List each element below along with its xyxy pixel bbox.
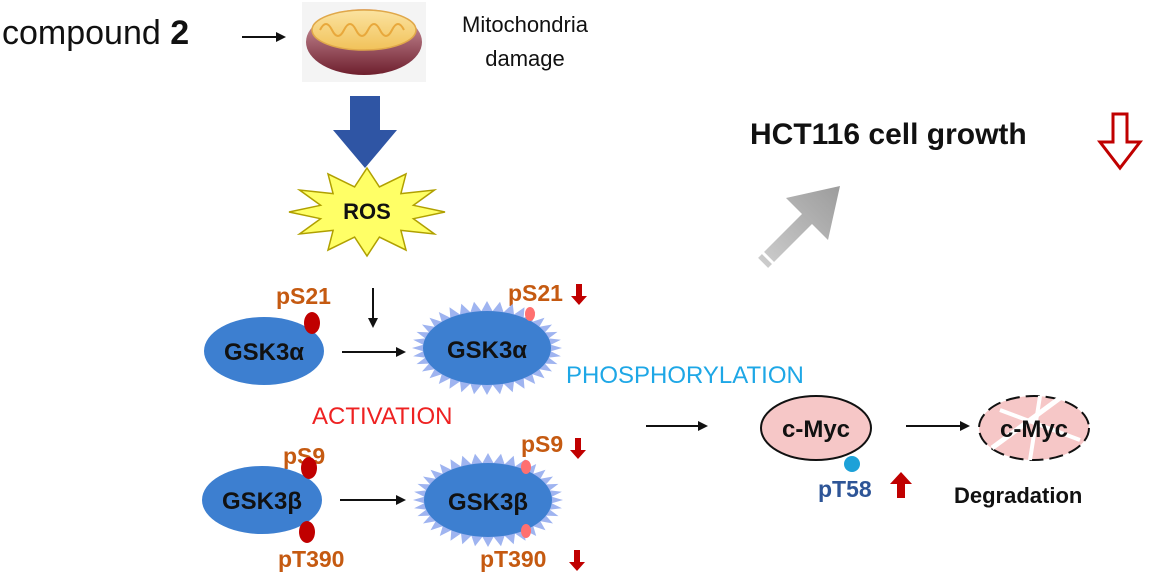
gsk3b-phospho-dot-2-reduced: [521, 524, 531, 538]
pT390-down-arrow: [569, 550, 585, 571]
gsk3b-site1-after: pS9: [521, 431, 564, 457]
mitochondria-label-line2: damage: [485, 46, 565, 71]
cmyc-degraded-node: c-Myc: [978, 395, 1090, 461]
compound-number: 2: [170, 14, 190, 52]
arrow-ros-to-gsk3: [368, 288, 378, 328]
mitochondria-label-line1: Mitochondria: [462, 12, 588, 37]
gsk3a-phospho-dot: [304, 312, 320, 334]
gsk3b-site2-before: pT390: [278, 546, 345, 572]
cmyc-site: pT58: [818, 476, 872, 502]
gsk3a-site-after: pS21: [508, 280, 563, 306]
pS9-down-arrow: [570, 438, 586, 459]
cmyc-label: c-Myc: [782, 416, 850, 443]
gsk3b-active-label: GSK3β: [448, 489, 528, 516]
mitochondria-image: [302, 2, 426, 82]
outcome-down-arrow: [1096, 112, 1144, 171]
arrow-cmyc-to-degraded: [906, 421, 970, 431]
ros-burst: ROS: [288, 166, 446, 258]
ros-label: ROS: [343, 199, 391, 224]
arrow-gsk3-to-cmyc: [646, 421, 708, 431]
gsk3b-phospho-dot-1: [301, 457, 317, 479]
gsk3b-active: GSK3β: [413, 453, 563, 547]
gsk3a-active-label: GSK3α: [447, 337, 527, 364]
gsk3a-site-before: pS21: [276, 283, 331, 309]
degradation-label: Degradation: [954, 483, 1083, 508]
arrow-compound-to-mito: [242, 32, 286, 42]
activation-label: ACTIVATION: [312, 403, 453, 430]
pT58-dot: [844, 456, 860, 472]
gsk3a-active: GSK3α: [412, 301, 562, 395]
compound-label: compound 2: [2, 14, 189, 53]
gsk3a-phospho-dot-reduced: [525, 307, 535, 321]
gsk3b-inactive-label: GSK3β: [222, 488, 302, 515]
compound-prefix: compound: [2, 14, 171, 52]
blue-block-arrow: [333, 96, 397, 168]
arrow-gsk3b-activation: [340, 495, 406, 505]
gsk3a-inactive: GSK3α: [204, 312, 324, 385]
arrow-gsk3a-activation: [342, 347, 406, 357]
pT58-up-arrow: [890, 472, 912, 498]
pS21-down-arrow: [571, 284, 587, 305]
gsk3b-phospho-dot-2: [299, 521, 315, 543]
cmyc-node: c-Myc: [760, 395, 872, 472]
gsk3a-inactive-label: GSK3α: [224, 339, 304, 366]
grey-block-arrow: [746, 186, 840, 272]
gsk3b-phospho-dot-1-reduced: [521, 460, 531, 474]
phosphorylation-label: PHOSPHORYLATION: [566, 362, 804, 389]
cmyc-degraded-label: c-Myc: [1000, 416, 1068, 443]
gsk3b-site2-after: pT390: [480, 546, 547, 572]
outcome-label: HCT116 cell growth: [750, 118, 1027, 151]
mitochondria-label: Mitochondria damage: [430, 8, 620, 76]
gsk3b-inactive: GSK3β: [202, 457, 322, 543]
